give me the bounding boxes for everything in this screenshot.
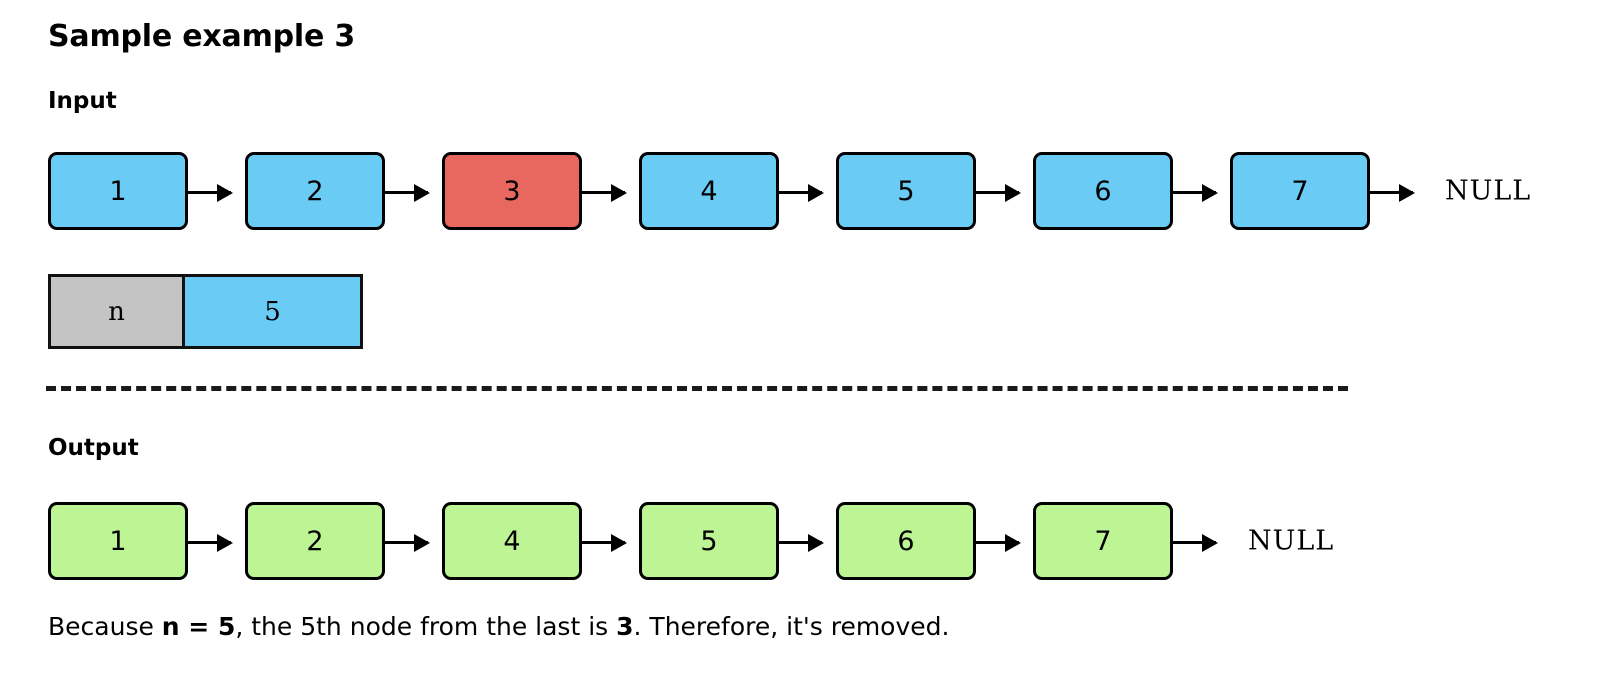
list-node: 4	[639, 152, 779, 230]
next-pointer-arrow	[188, 541, 231, 544]
next-pointer-arrow	[188, 191, 231, 194]
list-node: 7	[1230, 152, 1370, 230]
variable-box-n: n 5	[48, 274, 363, 349]
next-pointer-arrow	[1370, 191, 1413, 194]
list-node: 4	[442, 502, 582, 580]
next-pointer-arrow	[582, 541, 625, 544]
list-node: 6	[1033, 152, 1173, 230]
next-pointer-arrow	[1173, 541, 1216, 544]
caption-bold-n: n = 5	[161, 612, 236, 641]
input-section-label: Input	[48, 88, 117, 114]
list-node: 1	[48, 152, 188, 230]
caption-bold-node: 3	[616, 612, 634, 641]
next-pointer-arrow	[976, 191, 1019, 194]
next-pointer-arrow	[779, 541, 822, 544]
list-node: 2	[245, 152, 385, 230]
list-node: 2	[245, 502, 385, 580]
list-node: 5	[836, 152, 976, 230]
caption-text: Because n = 5, the 5th node from the las…	[48, 612, 949, 642]
variable-value-cell: 5	[185, 277, 360, 346]
caption-part-2: , the 5th node from the last is	[235, 612, 617, 641]
caption-part-3: . Therefore, it's removed.	[633, 612, 950, 641]
section-divider	[46, 386, 1348, 391]
list-node: 5	[639, 502, 779, 580]
next-pointer-arrow	[1173, 191, 1216, 194]
next-pointer-arrow	[385, 191, 428, 194]
variable-key-cell: n	[51, 277, 185, 346]
list-node: 3	[442, 152, 582, 230]
list-node: 7	[1033, 502, 1173, 580]
next-pointer-arrow	[976, 541, 1019, 544]
list-node: 1	[48, 502, 188, 580]
null-terminator-label: NULL	[1248, 525, 1335, 557]
page-title: Sample example 3	[48, 19, 356, 54]
next-pointer-arrow	[385, 541, 428, 544]
caption-part-1: Because	[48, 612, 162, 641]
next-pointer-arrow	[779, 191, 822, 194]
null-terminator-label: NULL	[1445, 175, 1532, 207]
next-pointer-arrow	[582, 191, 625, 194]
output-section-label: Output	[48, 435, 139, 461]
list-node: 6	[836, 502, 976, 580]
